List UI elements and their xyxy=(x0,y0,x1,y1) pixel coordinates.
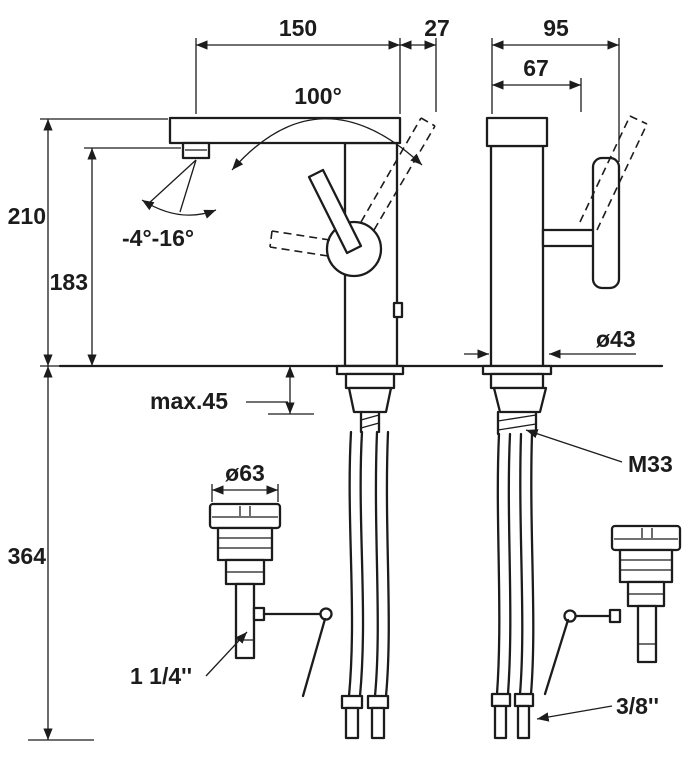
dim-label-hose-conn: 3/8'' xyxy=(616,693,659,719)
rod-ball-joint xyxy=(319,607,333,621)
drain-body-ribs xyxy=(218,537,272,549)
dim-label-below-deck: 364 xyxy=(8,543,47,569)
handle-raised-ghost-side xyxy=(579,115,648,231)
base-plate xyxy=(335,364,405,376)
handle-lever xyxy=(307,168,363,255)
handle-raised-ghost xyxy=(360,117,436,231)
hose-connector-end xyxy=(344,706,360,740)
ghost-edge xyxy=(579,115,631,223)
hose-connector xyxy=(366,694,390,710)
drain-body-ribs xyxy=(620,559,672,571)
spout-angle-fan-lines xyxy=(147,159,197,213)
dim-label-drain-dia: ø63 xyxy=(225,460,265,486)
drain-flange xyxy=(610,524,682,552)
hose-line xyxy=(518,432,524,696)
ghost-edge xyxy=(269,246,329,257)
lift-rod xyxy=(301,617,327,698)
thread-hatch xyxy=(360,414,380,429)
drain-tailpipe xyxy=(636,604,658,664)
mounting-nut xyxy=(492,386,548,414)
ghost-edge xyxy=(271,230,331,241)
dim-label-total-depth: 95 xyxy=(543,15,569,41)
ghost-cap xyxy=(629,115,648,125)
mounting-nut xyxy=(347,386,393,414)
dim-label-drain-conn: 1 1/4'' xyxy=(130,663,192,689)
dimension-annotations: 150 27 95 67 100° -4°-16° 210 183 max.45… xyxy=(8,15,673,741)
base-block xyxy=(344,372,396,390)
dim-label-thread: M33 xyxy=(628,451,673,477)
hose-line xyxy=(384,430,390,698)
hose-line xyxy=(373,430,379,698)
drain-body xyxy=(216,526,274,562)
popup-drain-front xyxy=(208,502,333,698)
drain-body xyxy=(618,548,674,584)
threaded-shank xyxy=(359,410,381,434)
dim-label-base-dia: ø43 xyxy=(596,326,636,352)
side-view xyxy=(481,115,682,740)
hose-line xyxy=(529,432,535,696)
body-outlet-detail xyxy=(392,301,404,319)
drain-flange-detail xyxy=(614,528,678,540)
base-block xyxy=(489,372,545,390)
leader-hose-conn xyxy=(536,705,613,722)
dim-label-outlet-height: 183 xyxy=(50,269,88,295)
ghost-cap xyxy=(269,230,273,248)
dim-label-max-deck: max.45 xyxy=(150,388,228,414)
base-plate xyxy=(481,364,553,376)
ghost-cap xyxy=(420,117,436,127)
front-mounting xyxy=(335,364,405,434)
dim-label-handle-overhang: 27 xyxy=(424,15,450,41)
rod-ball-joint xyxy=(563,609,577,623)
ext-line xyxy=(211,484,279,502)
dim-label-spout-angle: -4°-16° xyxy=(122,225,194,251)
lift-rod xyxy=(543,618,570,696)
ghost-edge xyxy=(360,117,422,223)
drain-flange xyxy=(208,502,282,530)
arc-handle-swing xyxy=(231,118,423,171)
side-mounting xyxy=(481,364,553,436)
handle-arm-side xyxy=(541,228,597,248)
dim-label-body-depth: 67 xyxy=(523,55,549,81)
hose-line xyxy=(495,432,501,696)
hose-connector-end xyxy=(370,706,386,740)
ghost-edge xyxy=(373,125,436,231)
handle-lever-side xyxy=(591,156,621,290)
hose-connector xyxy=(513,692,535,708)
spout-cap-side xyxy=(485,116,549,148)
drain-tailpipe xyxy=(234,582,256,660)
hose-connector xyxy=(490,692,512,708)
dim-label-height-above-deck: 210 xyxy=(8,203,46,229)
front-view xyxy=(58,116,664,740)
drain-flange-detail xyxy=(212,506,278,518)
leader-drain-conn xyxy=(205,631,248,677)
leader-thread xyxy=(525,429,623,463)
spout xyxy=(168,116,402,145)
front-supply-hoses xyxy=(340,430,390,740)
hose-line xyxy=(506,432,512,696)
side-supply-hoses xyxy=(490,432,535,740)
dim-label-handle-swing: 100° xyxy=(294,83,342,109)
hose-connector xyxy=(340,694,364,710)
thread-hatch xyxy=(497,414,537,431)
hose-line xyxy=(347,430,354,698)
handle-lowered-ghost xyxy=(269,230,331,257)
ghost-edge xyxy=(596,123,648,231)
pivot-boss xyxy=(608,608,622,624)
dim-label-spout-reach: 150 xyxy=(279,15,317,41)
popup-drain-side xyxy=(543,524,682,696)
hose-connector-end xyxy=(516,704,531,740)
hose-connector-end xyxy=(493,704,508,740)
arc-spout-angle xyxy=(141,199,217,219)
pivot-boss xyxy=(252,606,266,622)
hose-line xyxy=(358,430,365,698)
faucet-body-side xyxy=(489,144,545,368)
